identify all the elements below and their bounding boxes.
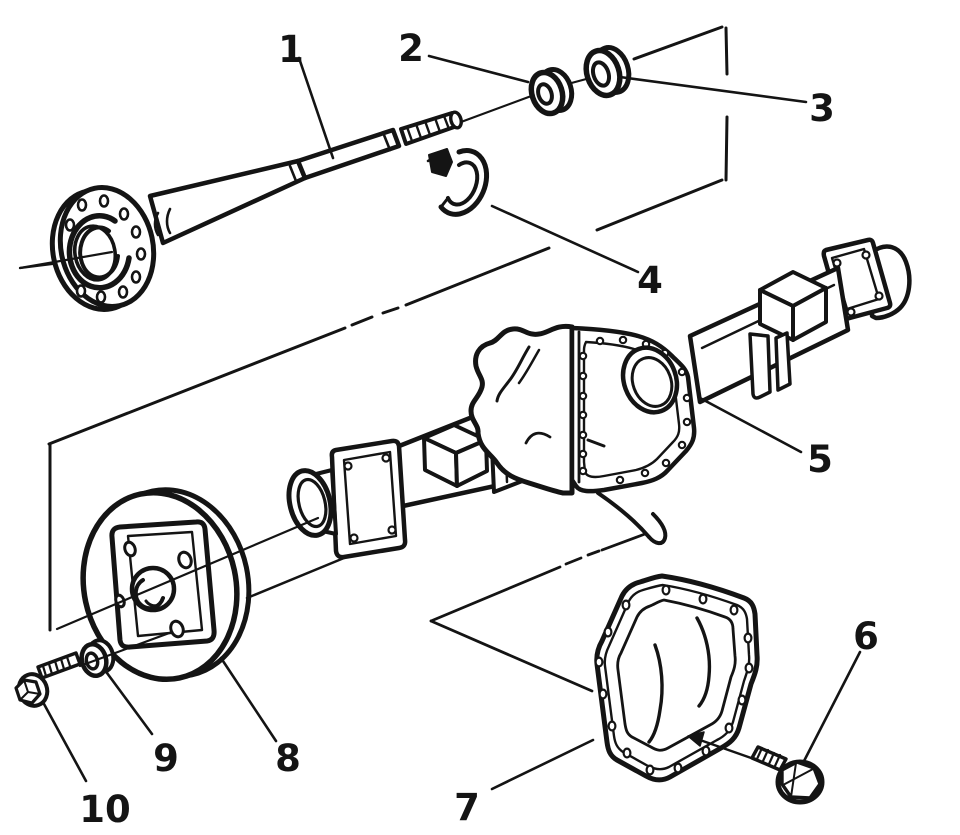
flange-bolt (14, 630, 174, 708)
callout-2: 2 (398, 27, 424, 70)
axle-housing (286, 237, 912, 560)
leader-line-5 (698, 396, 803, 454)
callout-8: 8 (275, 737, 301, 780)
carrier-face-bolt-holes (578, 335, 692, 485)
leader-line-1 (297, 56, 335, 160)
oil-seal (583, 45, 632, 99)
differential-cover (594, 573, 760, 783)
brake-drum (55, 487, 346, 683)
leader-line-4 (490, 204, 640, 274)
drum-stud-holes (114, 540, 193, 639)
callout-9: 9 (153, 737, 179, 780)
callout-labels: 1 2 3 4 5 6 7 8 9 10 (79, 27, 879, 831)
callout-1: 1 (278, 28, 304, 71)
callout-5: 5 (807, 438, 833, 481)
phantom-plane-lines (47, 25, 729, 632)
callout-3: 3 (809, 87, 835, 130)
callout-7: 7 (454, 786, 480, 829)
cover-bolt-holes (594, 584, 754, 776)
leader-line-10 (42, 702, 88, 783)
leader-line-8 (219, 656, 278, 743)
axle-shaft (18, 76, 592, 312)
retainer-washer (528, 66, 575, 117)
leader-line-9 (105, 671, 154, 736)
callout-6: 6 (853, 615, 879, 658)
leader-line-3 (618, 75, 808, 104)
flange-bolt-holes (64, 194, 147, 304)
callout-10: 10 (79, 788, 131, 831)
leader-line-6 (801, 650, 862, 765)
callout-4: 4 (637, 259, 663, 302)
c-lock-clip (426, 148, 490, 217)
leader-line-2 (427, 54, 530, 84)
cover-bolt (687, 731, 825, 805)
cover-phantom-lines (429, 532, 647, 693)
leader-lines (42, 54, 862, 791)
leader-line-7 (490, 738, 595, 791)
left-flange-holes (343, 453, 397, 543)
